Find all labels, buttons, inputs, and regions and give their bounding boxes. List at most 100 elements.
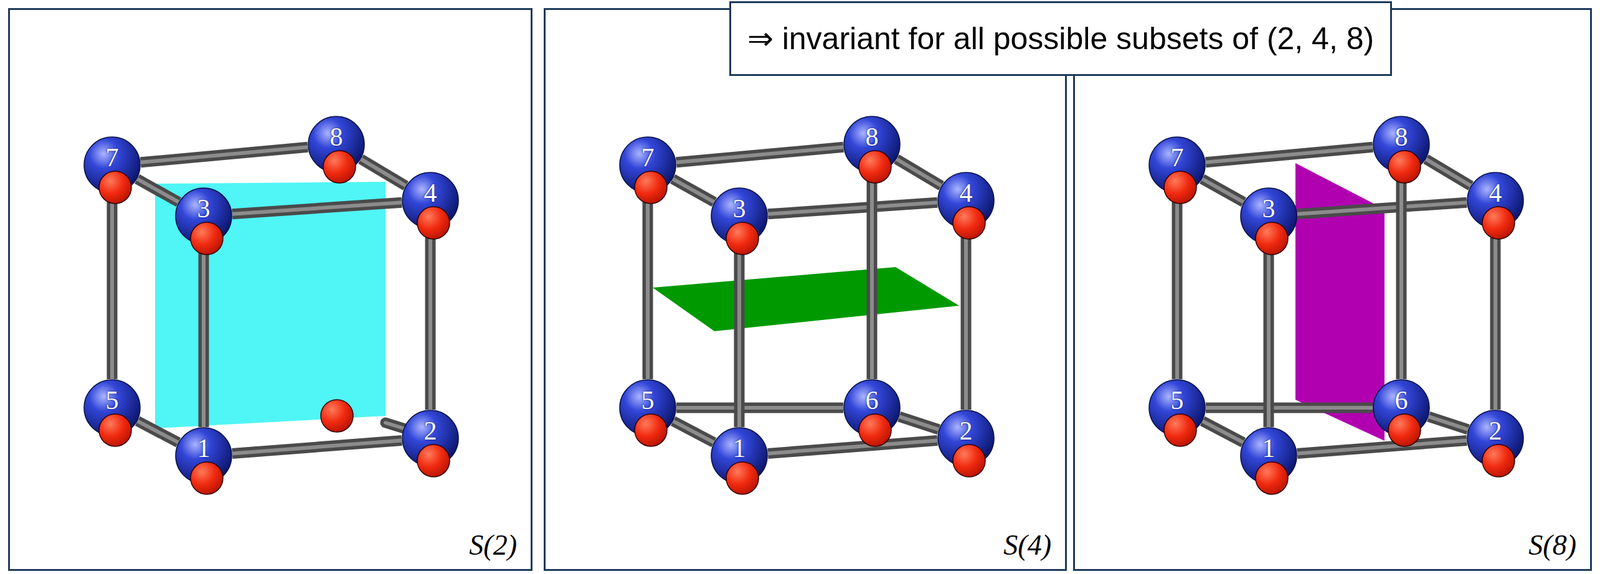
red-dot [952,206,986,240]
rod-body [361,159,407,187]
cube-rod [871,173,873,380]
site-number: 3 [175,194,233,223]
cube-rod [1202,421,1244,443]
red-dot [1255,222,1288,255]
rod-highlight [870,173,874,380]
cube-rod [361,159,407,187]
atom-sphere: 1 [1240,427,1298,485]
rod-highlight [767,440,938,455]
site-number: 7 [83,143,141,172]
rod-body [1202,421,1244,443]
cube-rod [647,193,649,380]
atom-sphere: 7 [83,136,141,194]
cube-rod [672,178,715,202]
rod-body [1205,402,1373,414]
rod-body [642,193,654,380]
rod-highlight [232,440,402,455]
rod-body [1396,173,1407,380]
site-number: 4 [1466,179,1525,207]
red-dot [1164,414,1197,447]
rod-body [1172,193,1183,380]
rod-body [1426,159,1472,187]
atom-sphere: 7 [1148,136,1206,194]
red-dot [952,444,986,478]
atom-sphere: 7 [619,136,677,194]
rod-body [1297,440,1467,455]
red-dot [726,222,759,255]
rod-highlight [1297,202,1467,215]
site-number: 7 [1148,143,1206,172]
site-number: 8 [843,123,901,151]
green-plane [652,267,960,332]
rod-body [137,178,179,202]
rod-highlight [1202,421,1244,443]
rod-body [1490,229,1501,410]
cube-rod [899,416,939,430]
cube-rod [1202,178,1244,202]
cube-rod [1297,440,1467,455]
atom-sphere: 2 [937,409,995,468]
red-dot [858,414,892,447]
atom-sphere: 6 [843,379,901,437]
rod-body [1428,416,1468,430]
rod-body [676,402,844,414]
cube-rod [676,407,844,409]
rod-highlight [1175,193,1179,380]
panel: S(4)78346512 [543,8,1067,572]
rod-body [960,229,972,410]
red-dot [323,150,356,184]
red-dot [320,399,354,433]
rod-highlight [672,178,715,202]
title-box: ⇒ invariant for all possible subsets of … [729,1,1392,76]
red-dot [417,206,450,240]
rod-highlight [1297,440,1467,455]
rod-highlight [896,159,942,187]
rod-body [140,146,308,163]
rod-highlight [1202,178,1244,202]
atom-sphere: 8 [307,115,365,174]
rod-highlight [1428,416,1468,430]
red-dot [858,150,892,184]
atom-sphere: 1 [710,427,768,485]
cube-rod [739,244,740,428]
site-number: 8 [307,123,365,151]
red-dot [634,414,668,447]
site-number: 5 [619,386,677,415]
rod-highlight [676,406,844,410]
rod-highlight [110,193,114,380]
rod-highlight [137,421,179,443]
atom-sphere: 4 [937,171,995,230]
red-dot [190,222,223,255]
atom-sphere: 3 [710,187,768,245]
red-dot [99,414,132,447]
rod-highlight [137,178,179,202]
rod-body [734,244,745,428]
rod-highlight [1205,406,1373,410]
cube-rod [1428,416,1468,430]
atom-sphere: 5 [1148,379,1206,437]
rod-stub [385,422,404,429]
site-number: 4 [937,179,995,207]
atom-sphere: 3 [1240,187,1298,245]
rod-body [767,440,938,455]
rod-body [198,244,210,428]
site-number: 3 [1240,194,1298,223]
site-number: 2 [937,417,995,445]
cube-rod [676,146,844,163]
rod-body [107,193,118,380]
red-dot [99,171,132,204]
rod-body [899,416,939,430]
site-number: 2 [401,417,460,445]
atom-sphere: 4 [401,171,460,230]
rod-body [1202,178,1244,202]
title-text: ⇒ invariant for all possible subsets of … [747,21,1374,57]
rod-highlight [645,193,650,380]
cube-rod [430,229,431,410]
rod-body [137,421,179,443]
atom-sphere: 6 [1372,379,1430,437]
rod-highlight [361,159,407,187]
rod-highlight [1399,173,1404,380]
panel-label: S(2) [468,528,517,562]
cube-rod [1205,407,1373,409]
